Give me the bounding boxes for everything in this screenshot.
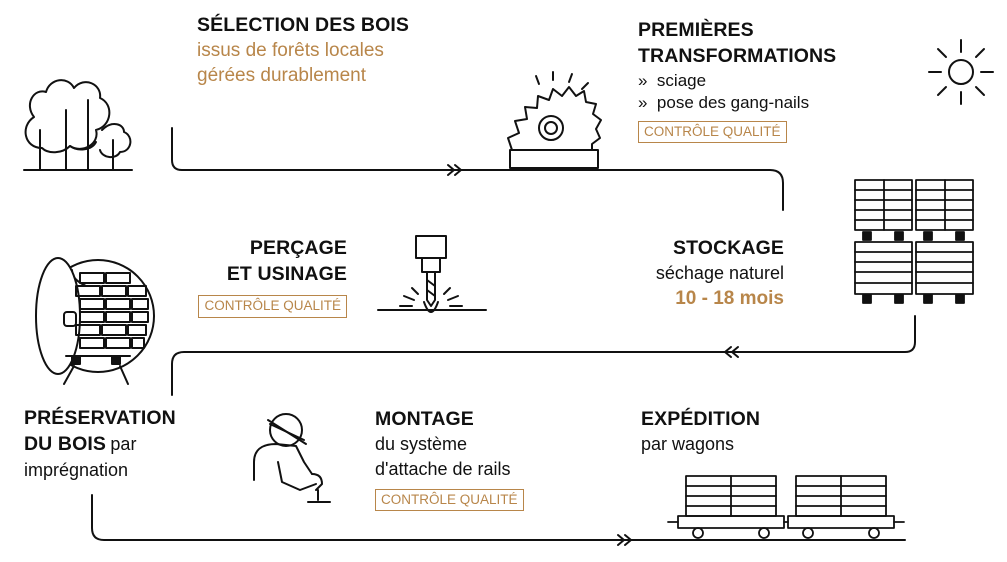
- selection-line2: gérées durablement: [197, 65, 366, 87]
- flow-arrow-2: [724, 346, 739, 358]
- step-percage: PERÇAGE ET USINAGE CONTRÔLE QUALITÉ: [198, 237, 347, 318]
- step-preservation: PRÉSERVATION DU BOIS par imprégnation: [24, 407, 176, 481]
- worker-icon: [253, 413, 331, 503]
- step-montage: MONTAGE du système d'attache de rails CO…: [375, 408, 524, 512]
- flow-line-2: [171, 315, 916, 396]
- flow-arrow-1: [447, 164, 462, 176]
- percage-title1: PERÇAGE: [249, 237, 347, 259]
- saw-icon: [507, 71, 602, 169]
- autoclave-icon: [35, 257, 155, 385]
- stockage-title: STOCKAGE: [673, 237, 784, 259]
- wagons-icon: [667, 475, 905, 539]
- expedition-sub: par wagons: [641, 434, 735, 455]
- step-transformations: PREMIÈRES TRANSFORMATIONS » sciage » pos…: [638, 19, 837, 144]
- preservation-line3: imprégnation: [24, 459, 129, 480]
- selection-title: SÉLECTION DES BOIS: [197, 14, 409, 36]
- preservation-title2: DU BOIS: [24, 433, 106, 456]
- montage-line1: du système: [375, 434, 468, 455]
- transformations-title1: PREMIÈRES: [638, 19, 754, 41]
- quality-badge: CONTRÔLE QUALITÉ: [375, 488, 524, 512]
- percage-title2: ET USINAGE: [226, 263, 347, 286]
- step-selection: SÉLECTION DES BOIS issus de forêts local…: [197, 14, 409, 88]
- trees-icon: [23, 79, 133, 171]
- stockage-sub: séchage naturel: [655, 263, 784, 284]
- montage-title: MONTAGE: [375, 408, 474, 430]
- drill-icon: [377, 235, 487, 313]
- expedition-title: EXPÉDITION: [641, 408, 761, 430]
- montage-line2: d'attache de rails: [375, 458, 511, 479]
- preservation-suffix: par: [110, 434, 137, 455]
- selection-line1: issus de forêts locales: [197, 40, 384, 62]
- stacked-timber-icon: [854, 179, 974, 304]
- flow-line-1: [171, 127, 784, 211]
- quality-badge: CONTRÔLE QUALITÉ: [638, 120, 787, 144]
- step-stockage: STOCKAGE séchage naturel 10 - 18 mois: [656, 237, 784, 311]
- preservation-title1: PRÉSERVATION: [24, 407, 176, 429]
- transformations-bullet-1: » sciage: [638, 70, 707, 90]
- transformations-bullet-2: » pose des gang-nails: [638, 93, 810, 113]
- step-expedition: EXPÉDITION par wagons: [641, 408, 760, 456]
- stockage-duration: 10 - 18 mois: [675, 287, 784, 309]
- sun-icon: [928, 39, 994, 105]
- bullet-marker: »: [638, 70, 648, 90]
- flow-arrow-3: [617, 534, 632, 546]
- quality-badge: CONTRÔLE QUALITÉ: [198, 294, 347, 318]
- flow-line-3: [91, 494, 906, 541]
- transformations-title2: TRANSFORMATIONS: [638, 45, 837, 68]
- bullet-marker: »: [638, 93, 648, 113]
